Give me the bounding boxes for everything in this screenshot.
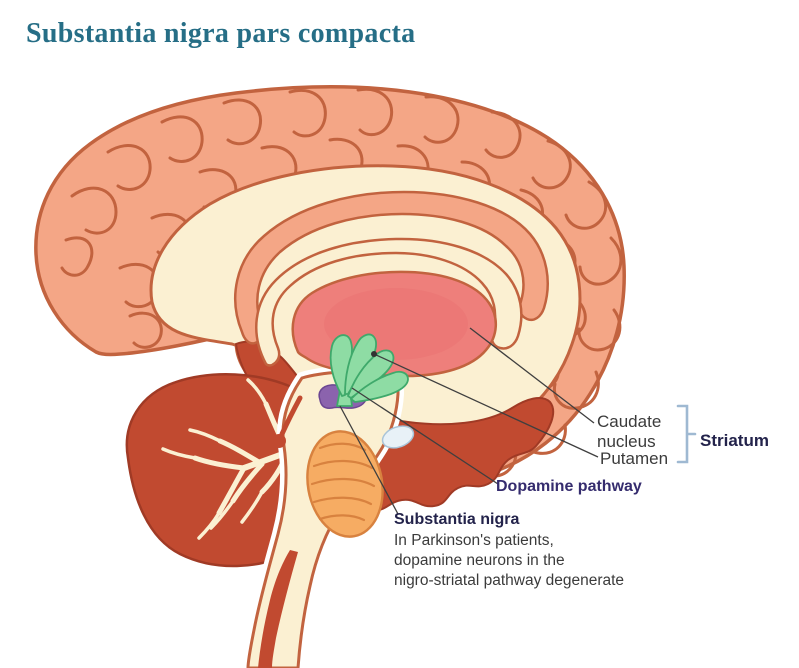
- caudate-leader-line: [469, 327, 595, 424]
- caudate-nucleus-label: Caudate nucleus: [597, 412, 662, 452]
- leader-lines: [339, 327, 599, 515]
- thalamus: [291, 270, 497, 378]
- pons: [306, 430, 384, 538]
- pons-striations: [310, 442, 376, 522]
- pituitary-gland: [272, 434, 286, 448]
- fourth-ventricle: [381, 425, 415, 449]
- putamen-label: Putamen: [600, 449, 669, 468]
- striatum-label: Striatum: [700, 431, 769, 450]
- striatum-bracket: [676, 404, 697, 464]
- page-title: Substantia nigra pars compacta: [26, 18, 416, 49]
- putamen-leader-line: [373, 353, 599, 458]
- dopamine-pathway-structure: [329, 333, 409, 407]
- dopamine-leader-line: [351, 387, 499, 485]
- substantia-nigra-note: In Parkinson's patients, dopamine neuron…: [394, 532, 625, 590]
- spinal-cord-red-stripe: [258, 550, 298, 668]
- putamen-pointer-dot: [371, 351, 377, 357]
- substantia-leader-line: [339, 405, 399, 515]
- substantia-nigra-label: Substantia nigra: [394, 511, 520, 528]
- pituitary-stalk: [272, 395, 303, 448]
- dopamine-pathway-label: Dopamine pathway: [496, 478, 642, 495]
